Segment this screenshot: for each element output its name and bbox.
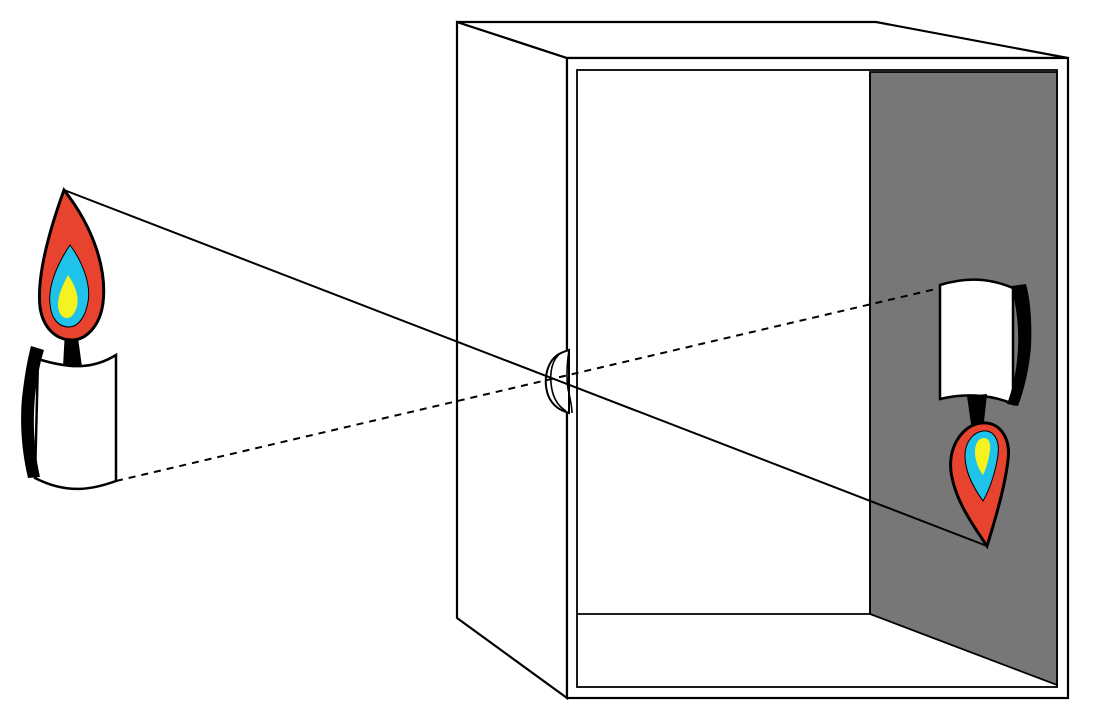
inverted-candle-image [938,278,1032,550]
box-top-side [456,20,1069,60]
pinhole-aperture [544,348,573,415]
box-left-side [455,20,569,701]
camera-obscura-box [455,20,1070,701]
candle-flame-icon [38,186,106,342]
dashed-ray [115,287,941,482]
inverted-candle-body [938,278,1015,406]
candle-body [33,352,118,491]
candle-icon [21,186,118,491]
candle-shadow-edge [21,346,44,478]
inverted-candle-flame-icon [949,421,1010,550]
light-rays [63,189,988,547]
solid-ray [63,189,988,547]
inverted-candle-shadow [1007,284,1032,406]
